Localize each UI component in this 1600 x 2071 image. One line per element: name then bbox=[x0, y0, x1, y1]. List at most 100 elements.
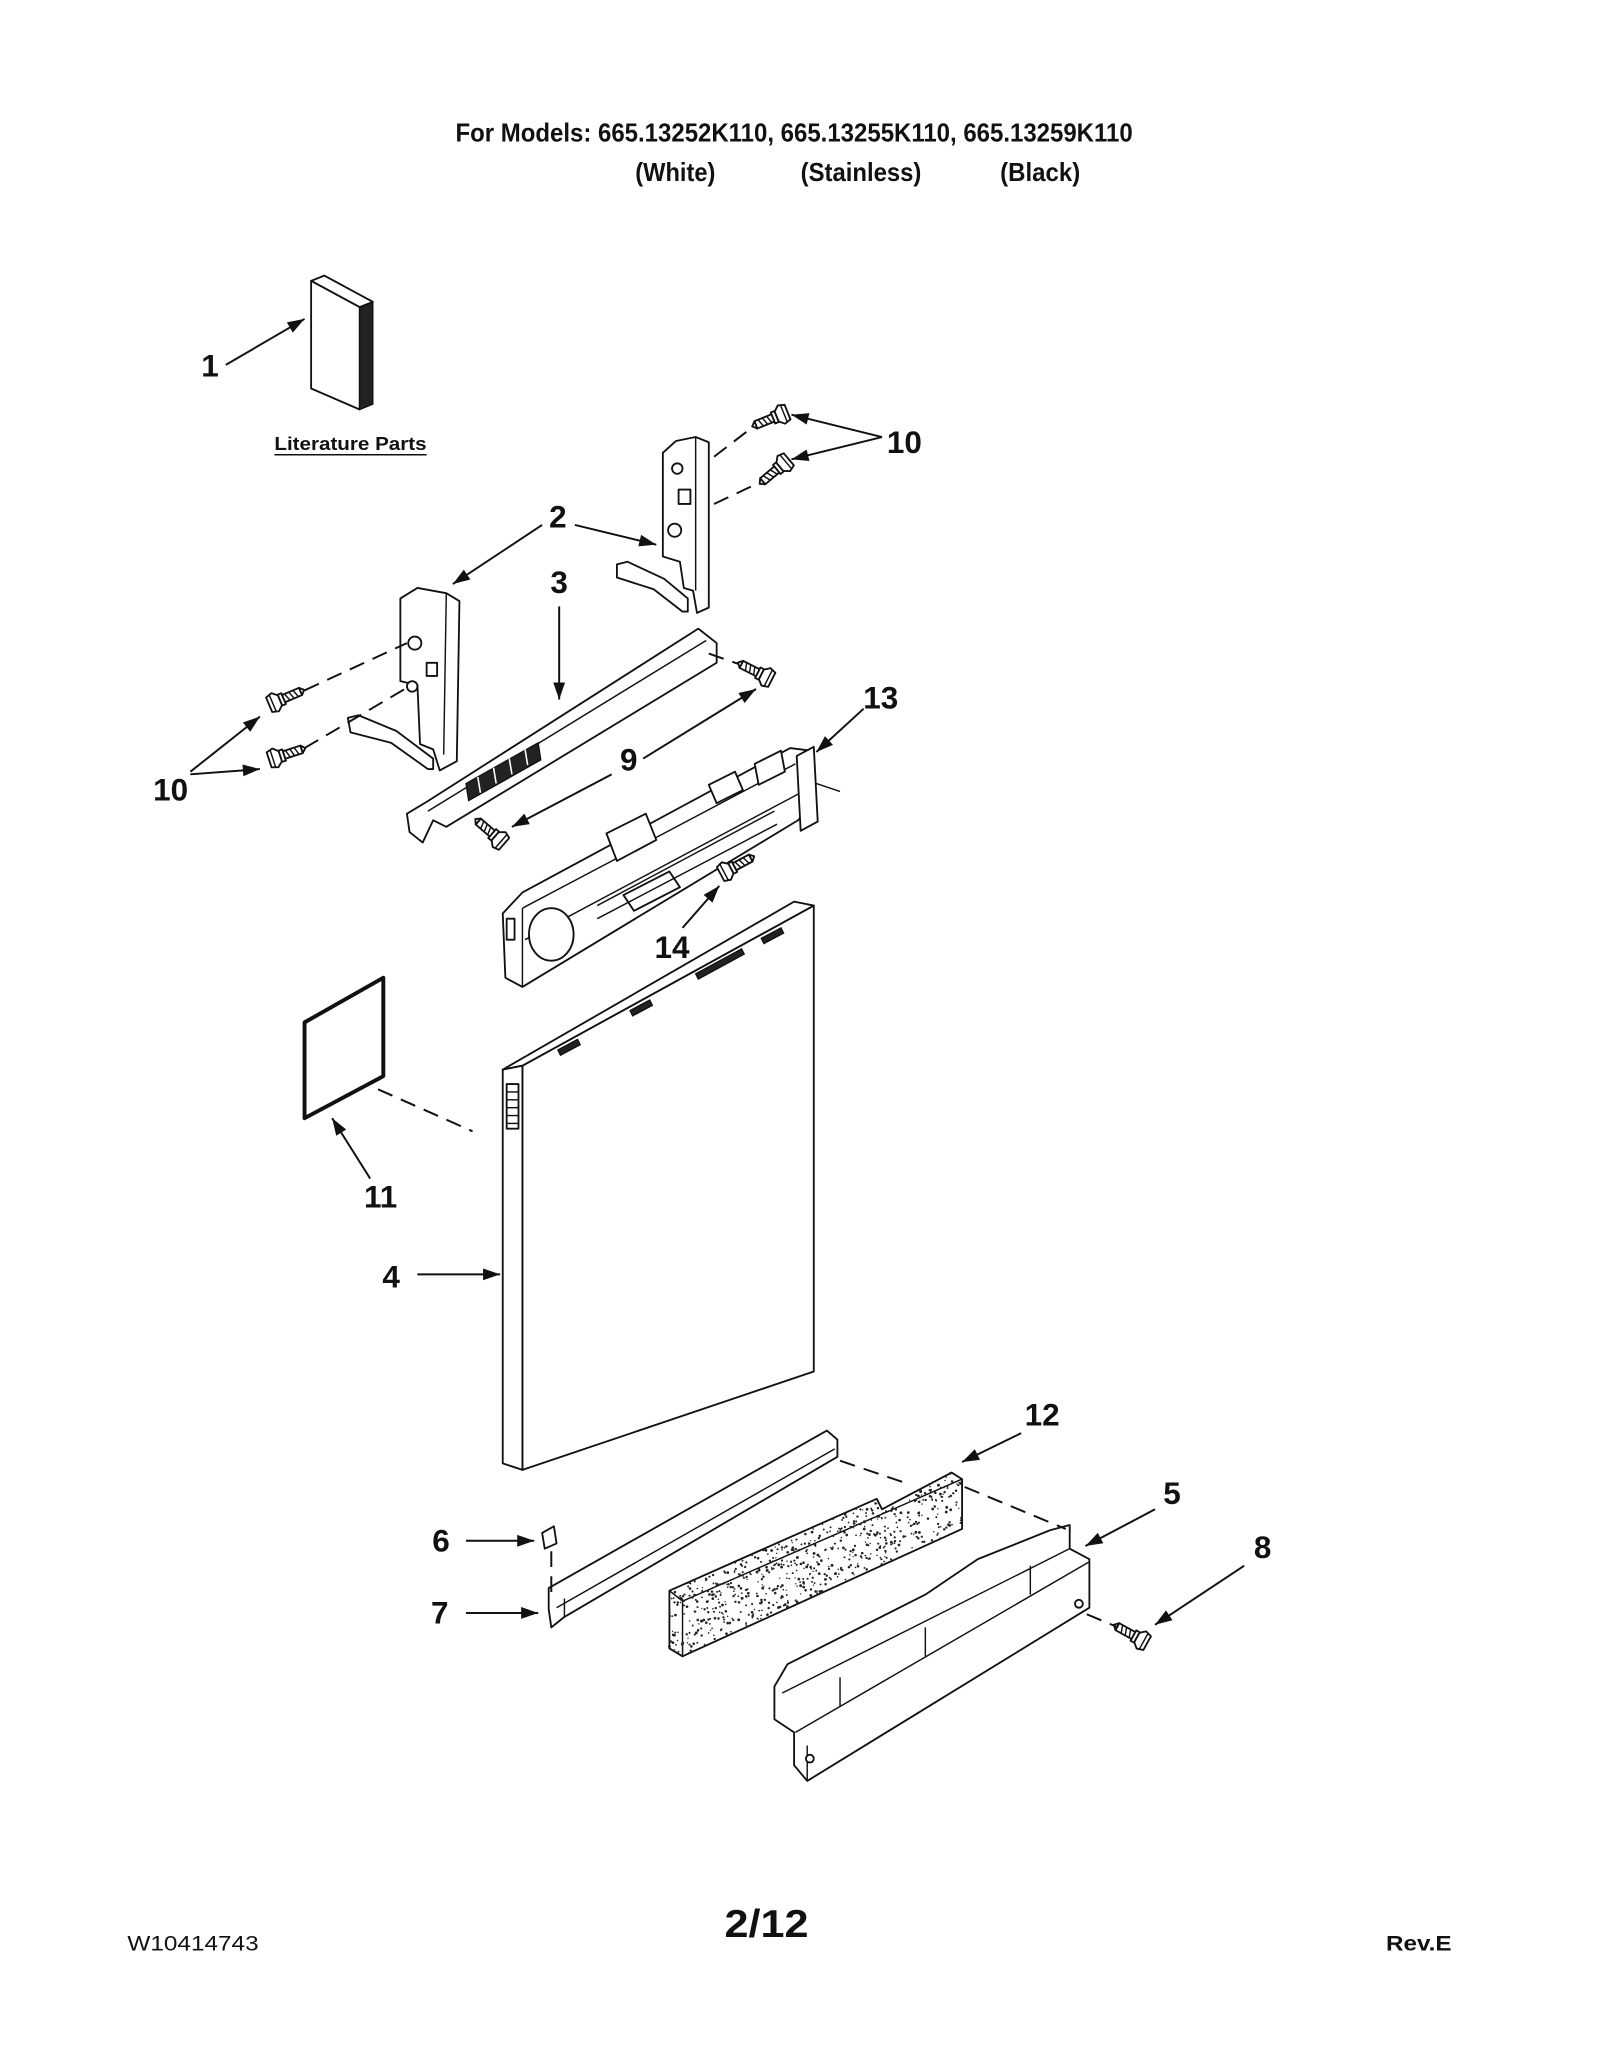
foam-speck bbox=[853, 1544, 857, 1548]
console-switch bbox=[753, 749, 786, 786]
foam-speck bbox=[750, 1573, 752, 1576]
callout-12: 12 bbox=[1025, 1396, 1060, 1432]
foam-speck bbox=[914, 1530, 918, 1534]
foam-speck bbox=[786, 1560, 788, 1562]
alignment-line bbox=[377, 1088, 473, 1133]
foam-speck bbox=[934, 1491, 937, 1495]
foam-speck bbox=[692, 1650, 695, 1652]
foam-speck bbox=[760, 1600, 763, 1604]
foam-speck bbox=[732, 1590, 735, 1593]
foam-speck bbox=[731, 1617, 734, 1620]
foam-speck bbox=[763, 1598, 767, 1602]
foam-insulation-block bbox=[667, 1471, 964, 1658]
foam-speck bbox=[781, 1584, 784, 1587]
arrowhead bbox=[517, 1534, 535, 1547]
foam-speck bbox=[694, 1631, 698, 1635]
foam-speck bbox=[723, 1621, 726, 1623]
foam-speck bbox=[741, 1571, 744, 1574]
foam-speck bbox=[876, 1515, 879, 1518]
foam-speck bbox=[867, 1537, 869, 1539]
foam-speck bbox=[943, 1490, 946, 1494]
foam-speck bbox=[834, 1572, 837, 1576]
foam-speck bbox=[917, 1494, 920, 1498]
foam-speck bbox=[826, 1531, 829, 1534]
foam-speck bbox=[776, 1584, 780, 1588]
foam-speck bbox=[852, 1548, 855, 1552]
foam-speck bbox=[890, 1534, 893, 1537]
foam-speck bbox=[851, 1571, 854, 1575]
alignment-line bbox=[304, 642, 408, 692]
foam-speck bbox=[745, 1624, 748, 1626]
foam-speck bbox=[686, 1641, 689, 1644]
foam-speck bbox=[837, 1573, 840, 1575]
foam-speck bbox=[688, 1587, 692, 1590]
foam-speck bbox=[914, 1520, 918, 1523]
bracket-fold bbox=[795, 1561, 1090, 1734]
foam-speck bbox=[745, 1604, 748, 1607]
foam-speck bbox=[713, 1634, 715, 1637]
foam-speck bbox=[688, 1620, 691, 1622]
foam-speck bbox=[707, 1618, 710, 1621]
literature-parts-label: Literature Parts bbox=[274, 433, 426, 454]
foam-speck bbox=[882, 1546, 885, 1549]
foam-speck bbox=[750, 1602, 754, 1606]
foam-speck bbox=[842, 1516, 845, 1519]
foam-speck bbox=[936, 1534, 939, 1536]
foam-speck bbox=[706, 1601, 709, 1603]
foam-speck bbox=[853, 1522, 856, 1525]
foam-speck bbox=[726, 1615, 729, 1618]
foam-speck bbox=[746, 1591, 750, 1595]
foam-speck bbox=[948, 1495, 951, 1498]
foam-speck bbox=[824, 1583, 827, 1586]
foam-speck bbox=[955, 1501, 958, 1504]
foam-speck bbox=[771, 1568, 774, 1571]
foam-speck bbox=[820, 1590, 824, 1593]
callout-8: 8 bbox=[1254, 1529, 1272, 1565]
foam-speck bbox=[687, 1637, 689, 1639]
end-strip-wire bbox=[816, 782, 841, 793]
foam-speck bbox=[911, 1524, 914, 1526]
foam-speck bbox=[813, 1543, 817, 1546]
foam-speck bbox=[884, 1556, 886, 1558]
foam-speck bbox=[673, 1649, 676, 1652]
callout-5: 5 bbox=[1163, 1475, 1181, 1511]
foam-speck bbox=[949, 1508, 953, 1512]
foam-speck bbox=[813, 1582, 816, 1584]
foam-speck bbox=[864, 1554, 867, 1557]
foam-speck bbox=[757, 1618, 759, 1620]
foam-speck bbox=[743, 1565, 747, 1569]
foam-speck bbox=[749, 1572, 751, 1575]
foam-speck bbox=[955, 1504, 958, 1506]
vent-slat bbox=[508, 758, 513, 775]
foam-speck bbox=[874, 1502, 877, 1505]
foam-speck bbox=[675, 1643, 677, 1646]
foam-speck bbox=[708, 1575, 711, 1578]
foam-speck bbox=[917, 1500, 921, 1504]
foam-speck bbox=[799, 1581, 802, 1584]
foam-speck bbox=[778, 1577, 781, 1579]
foam-speck bbox=[829, 1578, 832, 1581]
foam-speck bbox=[725, 1632, 728, 1636]
foam-speck bbox=[876, 1554, 878, 1557]
foam-speck bbox=[899, 1530, 902, 1533]
foam-speck bbox=[875, 1548, 879, 1552]
foam-speck bbox=[682, 1599, 686, 1603]
foam-speck bbox=[739, 1611, 742, 1614]
foam-speck bbox=[695, 1600, 699, 1603]
foam-speck bbox=[765, 1569, 769, 1572]
foam-speck bbox=[855, 1534, 857, 1537]
foam-speck bbox=[810, 1568, 812, 1570]
models-line: For Models: 665.13252K110, 665.13255K110… bbox=[455, 118, 1132, 148]
foam-speck bbox=[931, 1507, 935, 1511]
bracket-vent bbox=[465, 741, 542, 802]
foam-speck bbox=[871, 1512, 875, 1515]
foam-speck bbox=[812, 1570, 814, 1573]
foam-texture bbox=[667, 1472, 964, 1654]
foam-speck bbox=[810, 1530, 814, 1534]
foam-speck bbox=[795, 1569, 798, 1572]
vent-slat bbox=[477, 776, 482, 793]
toe-panel-bracket bbox=[773, 1524, 1091, 1782]
foam-speck bbox=[853, 1574, 855, 1576]
foam-speck bbox=[950, 1480, 954, 1483]
foam-speck bbox=[787, 1564, 790, 1568]
